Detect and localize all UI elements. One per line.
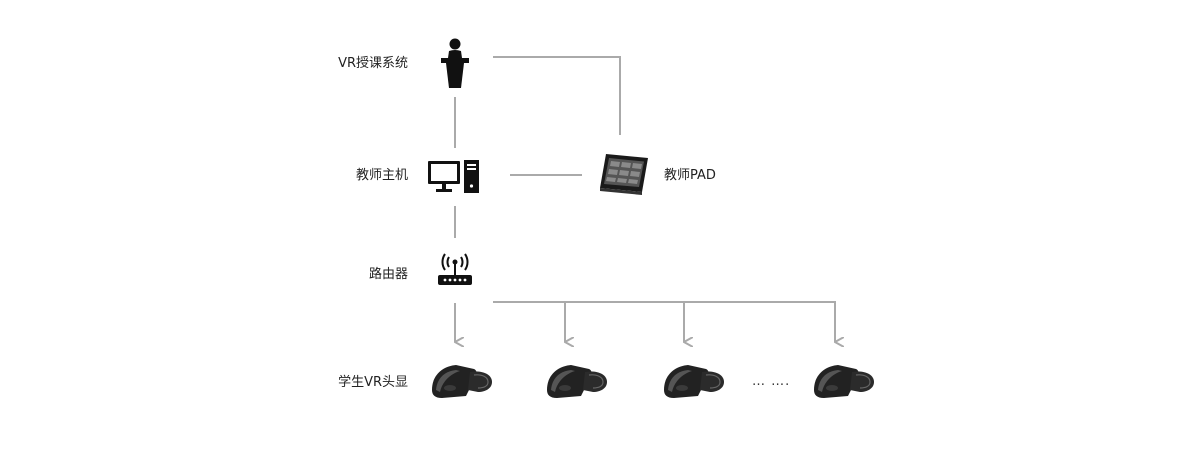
more-headsets-ellipsis: … …. [752, 374, 791, 389]
label-router: 路由器 [368, 267, 408, 282]
label-teacher-pad: 教师PAD [664, 168, 716, 183]
label-teacher-host: 教师主机 [355, 168, 408, 183]
podium-icon [441, 38, 469, 88]
label-vr-teaching-system: VR授课系统 [338, 56, 408, 71]
vr-headset-icon [814, 365, 874, 398]
vr-headset-icon [664, 365, 724, 398]
vr-headset-icon [547, 365, 607, 398]
tablet-icon [600, 154, 648, 195]
vr-headset-icon [432, 365, 492, 398]
desktop-computer-icon [428, 160, 479, 193]
wifi-router-icon [438, 253, 472, 285]
label-student-headsets: 学生VR头显 [338, 375, 408, 390]
link-podium-to-pad [493, 56, 621, 135]
